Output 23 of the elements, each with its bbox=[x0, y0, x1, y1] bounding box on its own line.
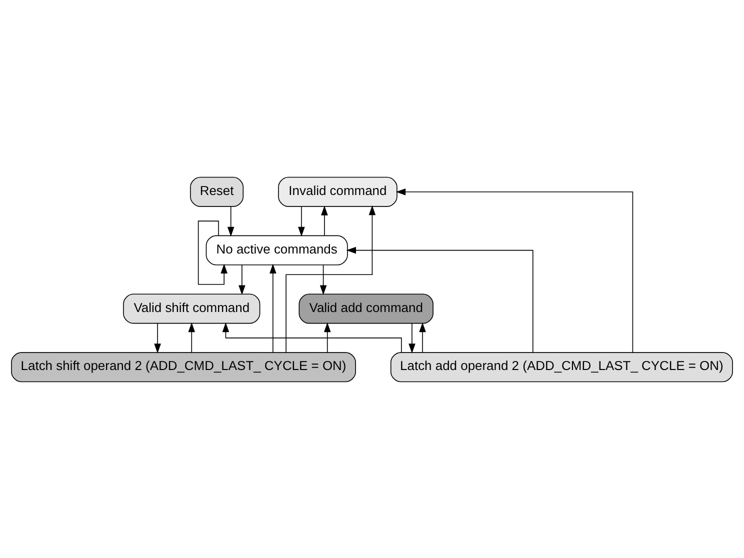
arrow bbox=[320, 264, 327, 294]
arrow bbox=[238, 264, 246, 294]
node-box: Valid shift command bbox=[123, 293, 260, 324]
arrow bbox=[346, 246, 534, 352]
node-box: Latch add operand 2 (ADD_CMD_LAST_ CYCLE = ON) bbox=[390, 352, 733, 382]
arrow bbox=[270, 263, 276, 352]
arrow bbox=[286, 204, 376, 352]
node-box: Valid add command bbox=[298, 293, 434, 324]
arrow bbox=[222, 322, 402, 352]
arrow bbox=[188, 322, 196, 352]
arrow bbox=[419, 322, 426, 352]
arrow bbox=[227, 206, 234, 236]
node-box: Latch shift operand 2 (ADD_CMD_LAST_ CYCLE = ON) bbox=[11, 352, 356, 382]
arrow bbox=[324, 322, 331, 352]
arrow bbox=[408, 322, 416, 353]
node-box: Reset bbox=[190, 176, 244, 206]
arrow bbox=[198, 220, 228, 284]
arrow bbox=[321, 205, 328, 236]
node-box: No active commands bbox=[206, 234, 348, 265]
arrow bbox=[298, 206, 305, 236]
node-box: Invalid command bbox=[278, 176, 398, 206]
arrow bbox=[154, 322, 161, 353]
arrow bbox=[396, 188, 634, 352]
